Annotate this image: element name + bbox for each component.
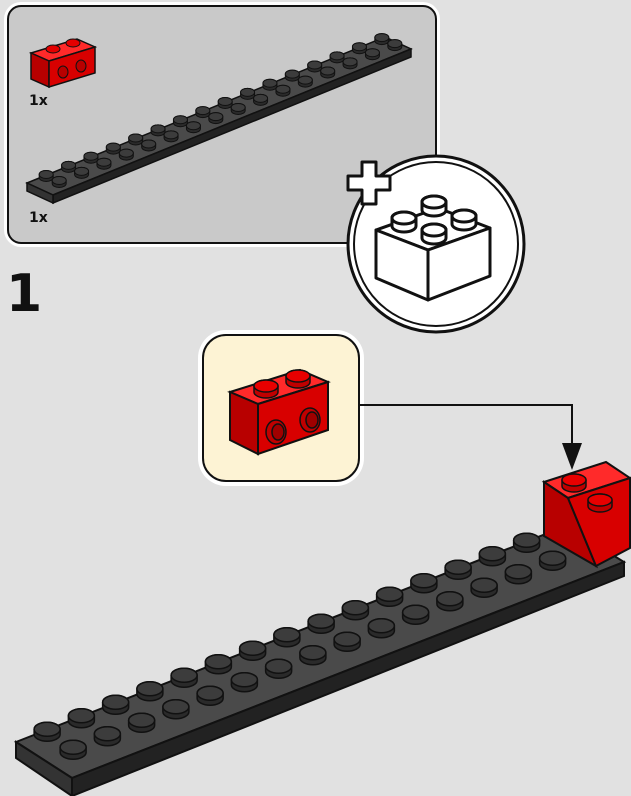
stud-top	[307, 60, 323, 70]
stud-top	[170, 667, 198, 683]
stud-top	[538, 550, 567, 566]
stud-top	[387, 39, 403, 49]
stud-top	[136, 681, 164, 697]
stud-top	[96, 157, 112, 167]
plus-brick-icon	[346, 154, 526, 334]
stud-top	[38, 169, 54, 179]
stud-top	[284, 69, 300, 79]
stud-top	[118, 148, 134, 158]
stud-top	[401, 604, 430, 620]
black-plate	[13, 519, 627, 796]
stud-top	[320, 66, 336, 76]
parts-list-panel: 1x 1x	[7, 5, 437, 244]
black-plate-part-icon	[25, 33, 413, 205]
stud-top	[195, 106, 211, 116]
stud-top	[83, 151, 99, 161]
stud-top	[150, 124, 166, 134]
stud-top	[364, 48, 380, 58]
stud-top	[329, 51, 345, 61]
red-brick-callout-icon	[227, 368, 331, 456]
stud-top	[74, 166, 90, 176]
stud-top	[172, 115, 188, 125]
stud-top	[273, 627, 301, 643]
stud-top	[333, 631, 361, 647]
stud-top	[162, 699, 190, 715]
stud-top	[307, 613, 335, 629]
stud-top	[141, 139, 157, 149]
stud-top	[208, 112, 224, 122]
stud-top	[478, 546, 507, 562]
stud-top	[512, 532, 541, 548]
stud-top	[127, 712, 156, 728]
stud-top	[61, 160, 77, 170]
stud-top	[51, 175, 67, 185]
stud-top	[240, 87, 256, 97]
quantity-label: 1x	[29, 210, 48, 226]
stud-top	[217, 96, 233, 106]
quantity-label: 1x	[29, 93, 48, 109]
stud-top	[275, 84, 291, 94]
stud-top	[204, 654, 233, 670]
stud-top	[342, 57, 358, 67]
step-number: 1	[6, 264, 43, 324]
stud-top	[101, 694, 130, 710]
parts-list-graphics	[25, 33, 413, 205]
stud-top	[262, 78, 278, 88]
sub-assembly-callout	[202, 334, 360, 482]
stud-top	[436, 591, 464, 607]
stud-top	[297, 75, 313, 85]
stud-top	[230, 672, 259, 688]
stud-top	[410, 573, 438, 589]
stud-top	[375, 586, 404, 602]
stud-top	[33, 721, 61, 737]
stud-top	[299, 645, 327, 661]
stud-top	[264, 658, 293, 674]
stud-top	[341, 600, 370, 616]
stud-top	[185, 121, 201, 131]
stud-top	[444, 559, 472, 575]
stud-top	[105, 142, 121, 152]
stud-top	[374, 33, 390, 43]
stud-top	[163, 130, 179, 140]
stud-top	[128, 133, 144, 143]
stud-top	[230, 102, 246, 112]
stud-top	[196, 685, 224, 701]
stud-top	[67, 708, 96, 724]
stud-top	[351, 42, 367, 52]
red-brick-part-icon	[28, 38, 98, 89]
stud-top	[59, 739, 87, 755]
stud-top	[504, 564, 533, 580]
stud-top	[238, 640, 267, 656]
stud-top	[93, 726, 122, 742]
red-brick	[541, 460, 631, 569]
stud-top	[253, 93, 269, 103]
stud-top	[470, 577, 498, 593]
stud-top	[367, 618, 396, 634]
